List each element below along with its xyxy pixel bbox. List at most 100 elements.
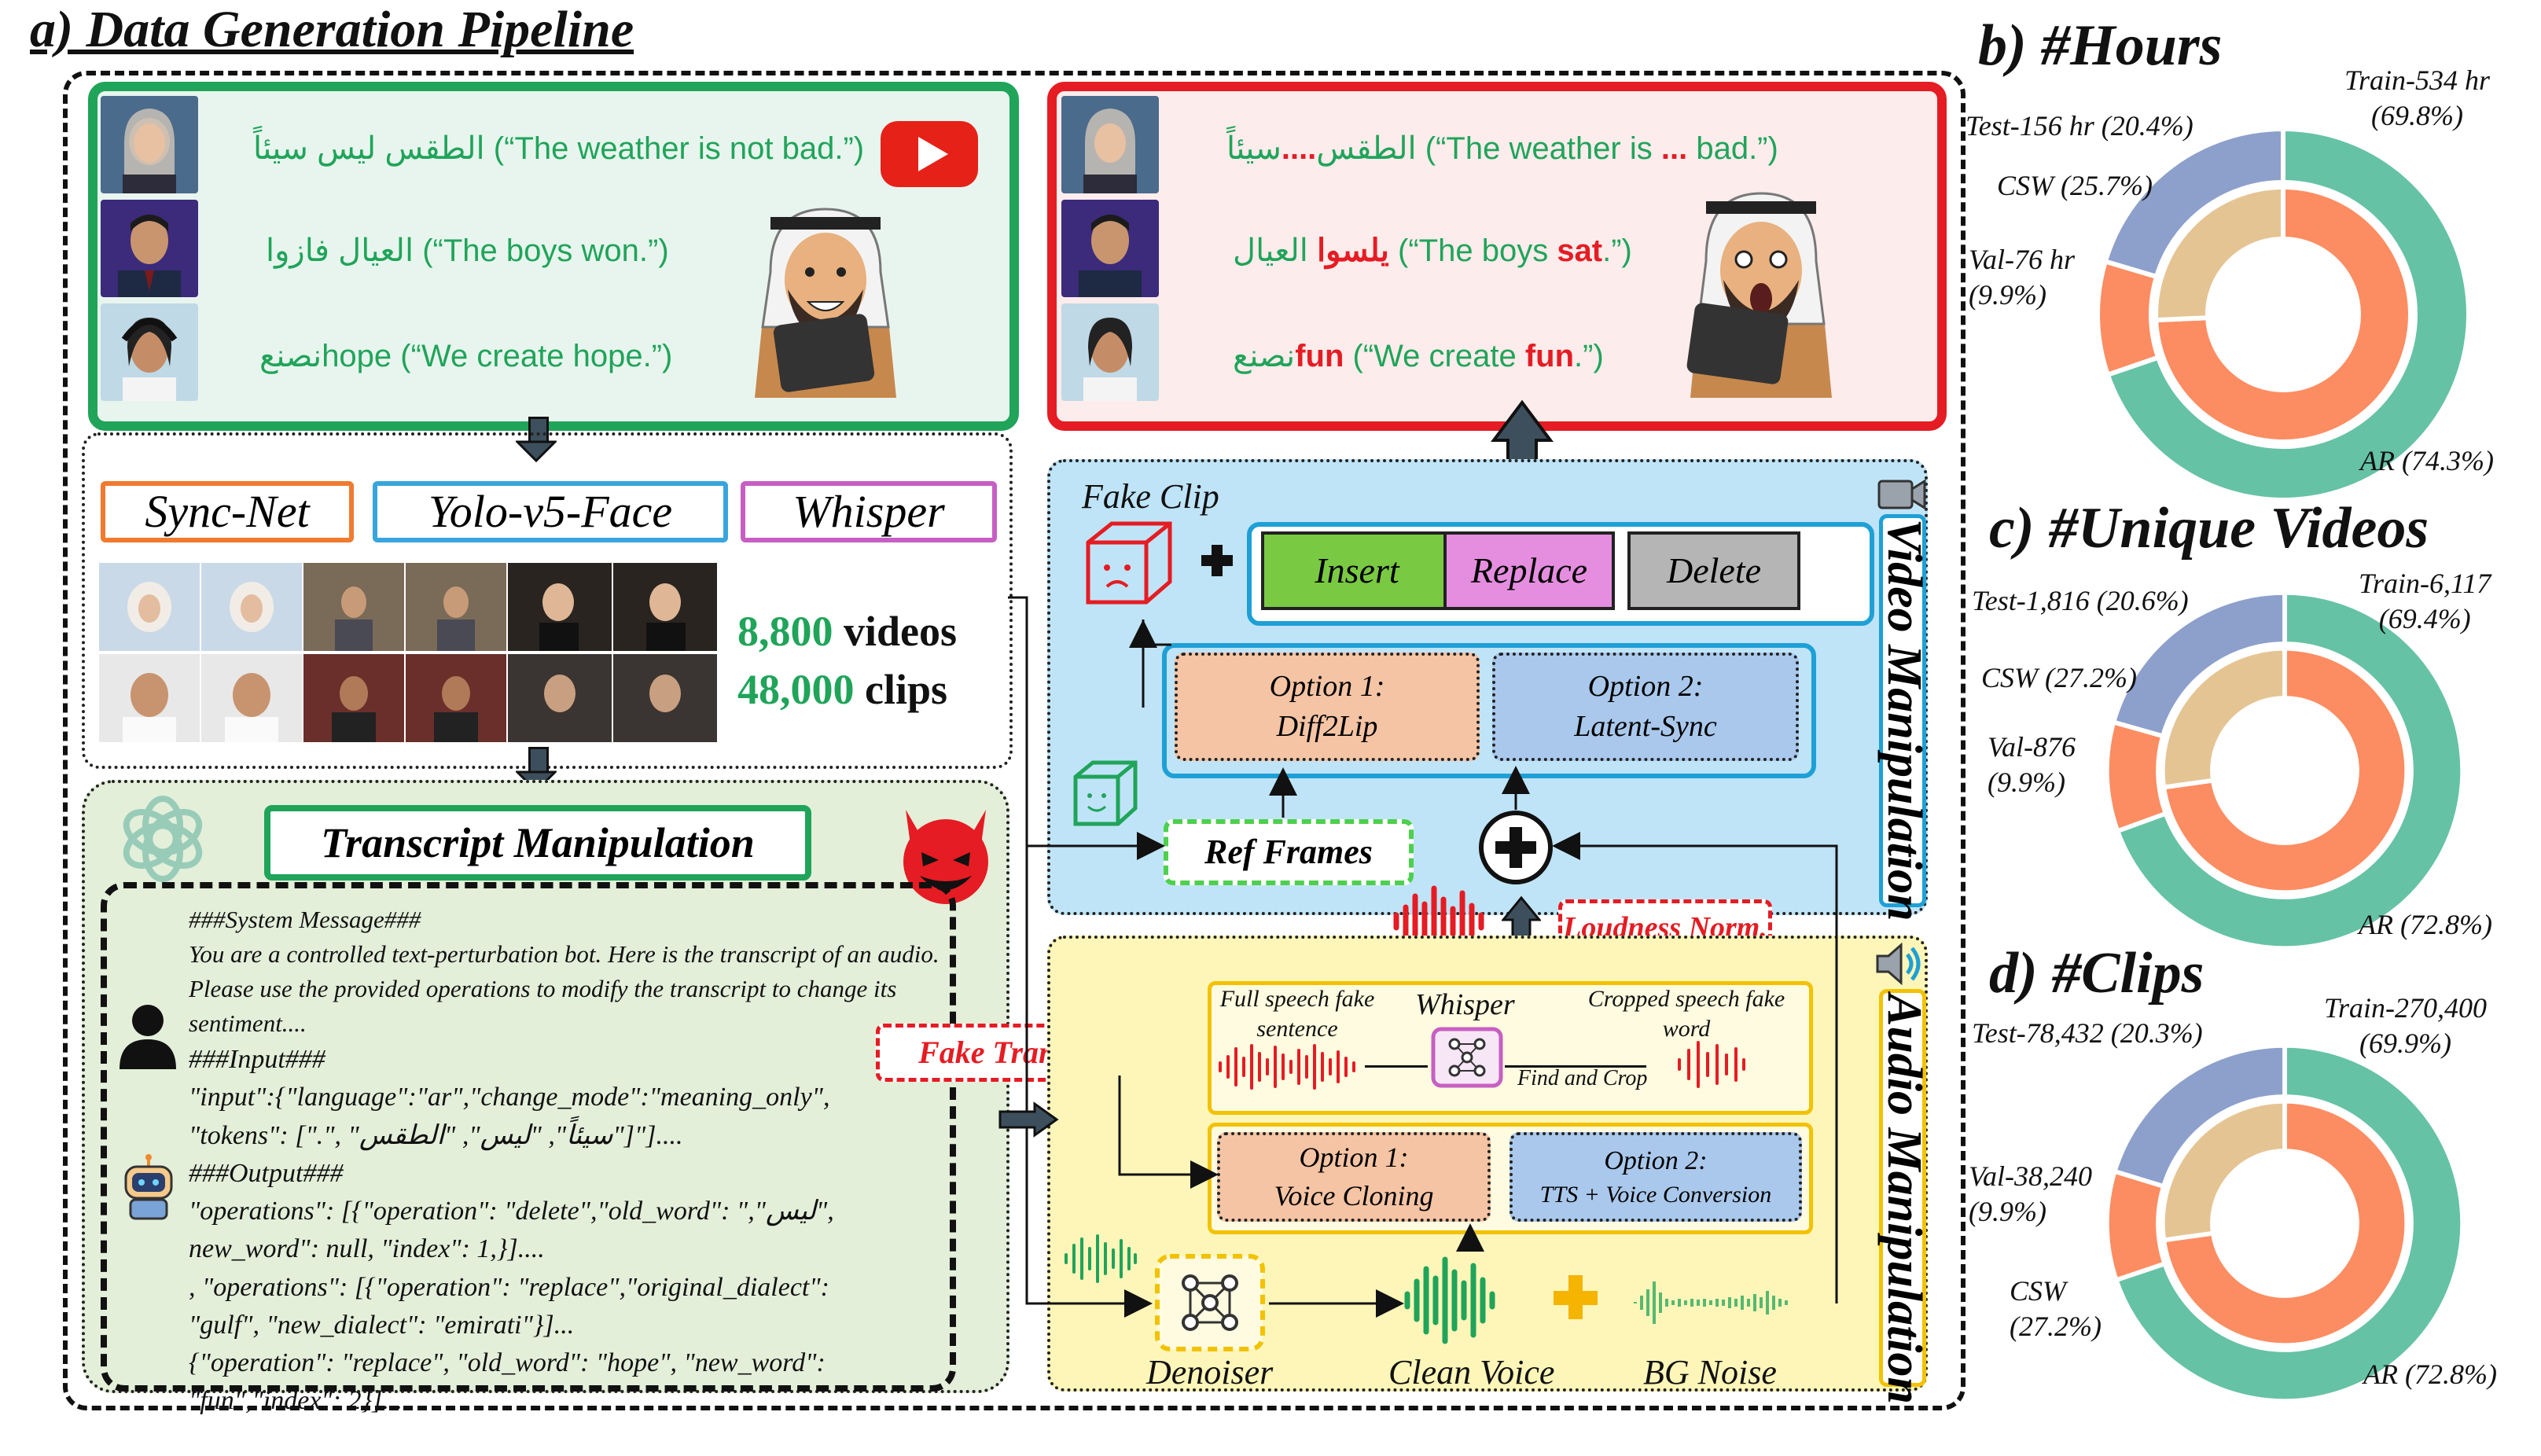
clips-val-label-pct: (9.9%) [1969, 1196, 2046, 1227]
real-line-3-en: (“We create hope.”) [400, 339, 673, 373]
plus-v [1212, 545, 1223, 576]
prompt-line: {"operation": "replace", "old_word": "ho… [189, 1348, 826, 1378]
ref-frames-box: Ref Frames [1164, 819, 1414, 885]
videos-test-label-pct: (20.6%) [2096, 585, 2189, 616]
cropped-speech-label-line1: Cropped speech fake [1587, 986, 1785, 1012]
hours-csw-label-pct: (25.7%) [2061, 170, 2153, 201]
tts-vc-option-name: TTS + Voice Conversion [1539, 1181, 1772, 1208]
prompt-line: Please use the provided operations to mo… [189, 975, 897, 1003]
pipeline-frame [63, 71, 1966, 1410]
latentsync-option: Option 2:Latent-Sync [1492, 653, 1799, 761]
noisy-waveform-icon [1065, 1234, 1137, 1283]
clips-train-label-pct: (69.9%) [2359, 1028, 2451, 1059]
audio-manipulation-label: Audio Manipulation [1877, 994, 1931, 1405]
clips-train-label-name: Train-270,400 [2324, 992, 2488, 1024]
prompt-line: "tokens": [".", "سيئاً", "ليس", "الطقس"]… [189, 1120, 683, 1150]
real-line-1: الطقس ليس سيئاً (“The weather is not bad… [253, 131, 864, 167]
whisper-tool: Whisper [741, 481, 997, 542]
inner-ar-slice [2160, 645, 2410, 895]
voice-cloning-option-label: Option 1: [1299, 1142, 1409, 1174]
hours-train-label-pct: (69.8%) [2371, 100, 2463, 131]
fake-line-2-en-b: .”) [1602, 233, 1632, 268]
hours-train-label: Train-534 hr (69.8%) [2344, 63, 2490, 134]
videos-ar-label-pct: (72.8%) [2399, 909, 2492, 940]
videos-csw-label-pct: (27.2%) [2045, 662, 2137, 693]
pipeline-title: a) Data Generation Pipeline [30, 1, 634, 58]
happy-cube-icon [1073, 760, 1138, 826]
delete-op: Delete [1627, 531, 1800, 610]
outer-train-slice [2114, 590, 2465, 951]
prompt-line: "operations": [{"operation": "delete","o… [189, 1197, 834, 1226]
inner-csw-slice [2153, 184, 2285, 323]
real-line-1-en: (“The weather is not bad.”) [493, 131, 865, 166]
real-line-3: نصنعhope (“We create hope.”) [259, 338, 672, 374]
voice-cloning-option: Option 1:Voice Cloning [1217, 1132, 1491, 1222]
denoiser-label: Denoiser [1146, 1353, 1274, 1392]
stat-videos-label: videos [844, 608, 958, 655]
denoiser-icon [1155, 1254, 1265, 1351]
fake-clip-label: Fake Clip [1082, 477, 1219, 516]
clips-csw-label-name: CSW [2010, 1275, 2066, 1307]
fake-line-2: يلسوا العيال (“The boys sat.”) [1233, 233, 1632, 269]
fake-line-3-en-a: (“We create [1352, 339, 1525, 373]
prompt-line: You are a controlled text-perturbation b… [189, 940, 940, 969]
stat-clips: 48,000 clips [737, 665, 947, 714]
hours-val-label: Val-76 hr(9.9%) [1969, 242, 2075, 313]
fake-line-3-en-red: fun [1524, 339, 1575, 373]
videos-ar-label: AR (72.8%) [2359, 907, 2492, 943]
prompt-line: new_word": null, "index": 1,}].... [189, 1234, 545, 1264]
inner-csw-slice [2160, 1098, 2287, 1243]
video-manipulation-label: Video Manipulation [1877, 519, 1931, 921]
videos-ar-label-name: AR [2359, 909, 2393, 940]
prompt-line: sentiment.... [189, 1009, 307, 1038]
clips-chart-title: d) #Clips [1989, 941, 2205, 1006]
hours-test-label-pct: (20.4%) [2101, 110, 2193, 142]
outer-val-slice [2104, 719, 2169, 834]
clean-voice-waveform [1404, 1256, 1495, 1344]
latentsync-option-label: Option 2: [1587, 669, 1704, 703]
outer-train-slice [2105, 126, 2471, 502]
outer-val-slice [2095, 258, 2161, 378]
stat-videos: 8,800 videos [737, 607, 957, 656]
fake-line-1-dots: .... [1281, 131, 1317, 166]
insert-op: Insert [1261, 531, 1453, 610]
audio-whisper-label: Whisper [1415, 988, 1515, 1021]
prompt-line: ###Input### [189, 1045, 325, 1075]
shocked-viewer-icon [1686, 192, 1832, 398]
arrow-down-1-head [516, 440, 557, 462]
arrow-right-to-audio [998, 1101, 1059, 1138]
hours-csw-label-name: CSW [1997, 170, 2054, 201]
fusion-plus-icon [1479, 811, 1553, 884]
fake-face-1 [1061, 96, 1159, 193]
real-line-2-ar: العيال فازوا [266, 233, 414, 268]
outer-val-slice [2104, 1168, 2168, 1283]
videos-train-label-pct: (69.4%) [2378, 603, 2471, 634]
speaker-face-2 [101, 200, 198, 297]
robot-icon [124, 1154, 173, 1220]
clips-test-label-pct: (20.3%) [2110, 1017, 2203, 1049]
fake-face-2 [1061, 200, 1159, 297]
openai-logo-icon [123, 796, 203, 882]
videos-val-label: Val-876(9.9%) [1988, 730, 2076, 800]
real-line-1-ar: الطقس ليس سيئاً [253, 131, 485, 166]
outer-train-slice [2113, 1042, 2465, 1404]
diff2lip-option-label: Option 1: [1269, 669, 1385, 703]
prompt-line: , "operations": [{"operation": "replace"… [189, 1272, 829, 1302]
cropped-waveform [1678, 1041, 1745, 1088]
clips-val-label: Val-38,240(9.9%) [1969, 1159, 2092, 1230]
video-camera-icon [1877, 479, 1926, 510]
prompt-line: ###System Message### [189, 906, 421, 933]
clean-voice-label: Clean Voice [1388, 1353, 1555, 1392]
tts-vc-option: Option 2:TTS + Voice Conversion [1510, 1132, 1802, 1222]
prompt-line: "fun","index": 2}]... [189, 1386, 403, 1416]
youtube-icon [881, 121, 978, 187]
hours-train-label-name: Train-534 hr [2344, 64, 2491, 96]
fake-line-2-ar-a: العيال [1233, 233, 1308, 268]
clips-train-label: Train-270,400 (69.9%) [2324, 991, 2487, 1061]
inner-ar-slice [2153, 184, 2413, 444]
hours-ar-label-name: AR [2360, 445, 2395, 476]
hours-val-label-name: Val-76 hr [1969, 244, 2075, 275]
clips-ar-label-name: AR [2363, 1359, 2398, 1390]
videos-chart-title: c) #Unique Videos [1989, 496, 2429, 561]
real-line-2-en: (“The boys won.”) [422, 233, 669, 268]
